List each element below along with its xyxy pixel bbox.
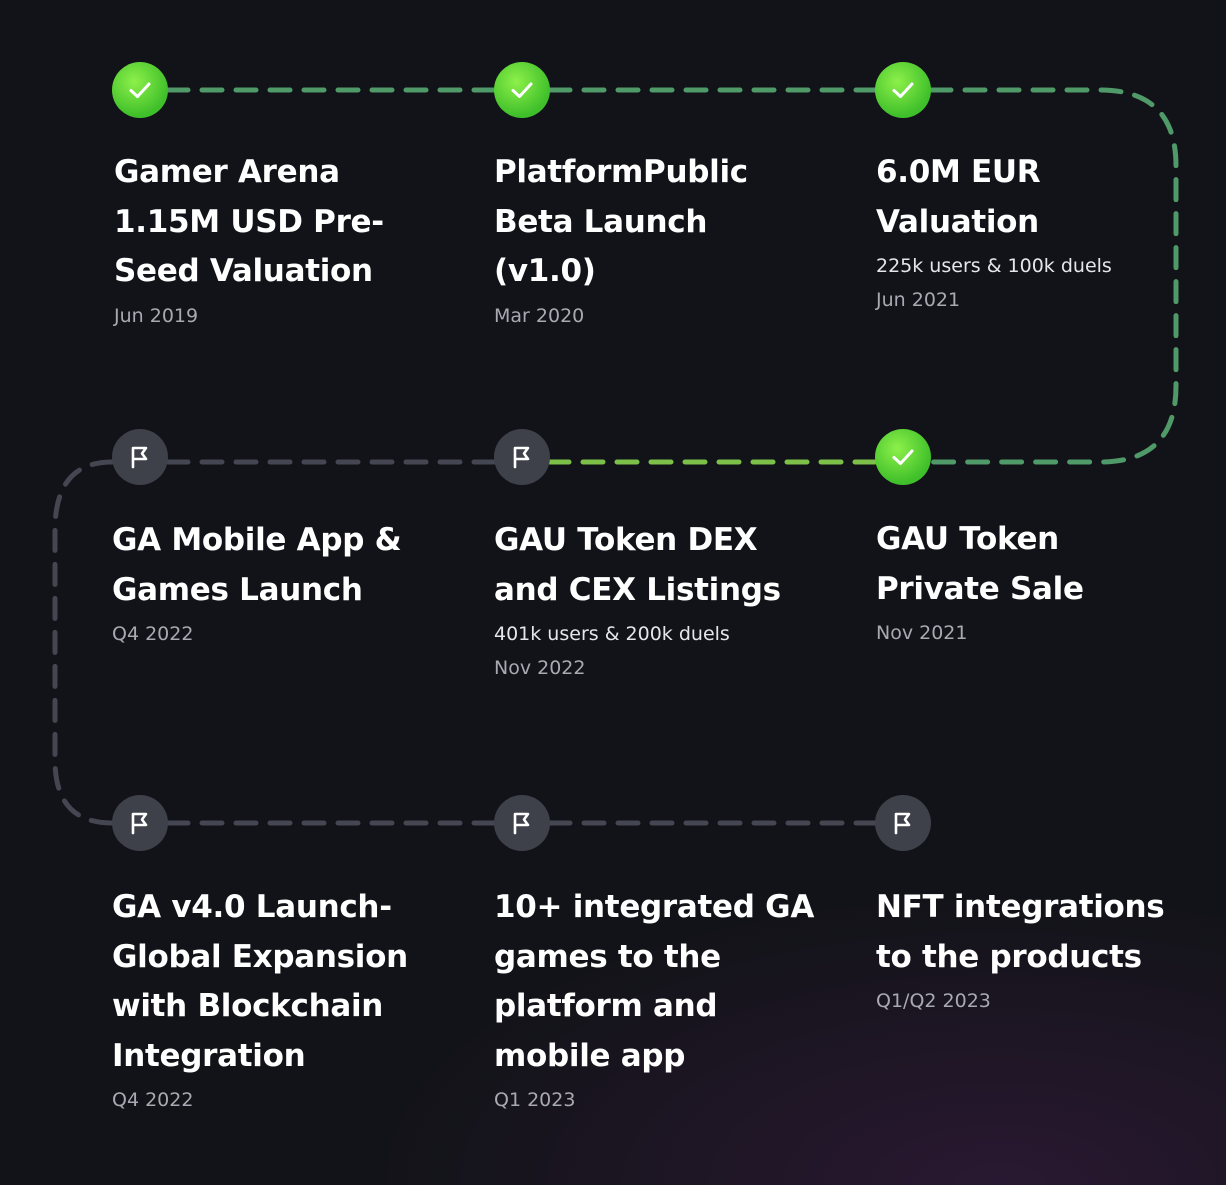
milestone-7-date: Q4 2022 xyxy=(112,1089,194,1111)
milestone-3-title: 6.0M EUR Valuation xyxy=(876,154,1041,240)
milestone-6-check-node xyxy=(875,429,931,485)
milestone-1-date: Jun 2019 xyxy=(114,304,199,327)
milestone-9-date: Q1/Q2 2023 xyxy=(876,990,991,1012)
milestone-3-date: Jun 2021 xyxy=(876,289,961,311)
milestone-7-title: GA v4.0 Launch-Global Expansion with Blo… xyxy=(112,889,408,1074)
milestone-3-check-node xyxy=(875,62,931,118)
milestone-6-date: Nov 2021 xyxy=(876,622,968,644)
flag-icon xyxy=(131,812,148,835)
milestone-2-date: Mar 2020 xyxy=(494,304,585,327)
check-icon xyxy=(892,82,914,98)
milestone-4: GA Mobile App & Games Launch Q4 2022 xyxy=(112,516,442,651)
milestone-2-check-node xyxy=(494,62,550,118)
milestone-1-title: Gamer Arena 1.15M USD Pre-Seed Valuation xyxy=(114,154,384,289)
milestone-4-date: Q4 2022 xyxy=(112,623,194,645)
milestone-9: NFT integrations to the products Q1/Q2 2… xyxy=(876,883,1176,1018)
flag-icon xyxy=(513,446,530,469)
check-icon xyxy=(129,82,151,98)
milestone-1: Gamer Arena 1.15M USD Pre-Seed Valuation… xyxy=(114,148,444,333)
milestone-1-check-node xyxy=(112,62,168,118)
milestone-7: GA v4.0 Launch-Global Expansion with Blo… xyxy=(112,883,432,1117)
check-icon xyxy=(892,449,914,465)
milestone-6: GAU Token Private Sale Nov 2021 xyxy=(876,515,1116,650)
milestone-4-title: GA Mobile App & Games Launch xyxy=(112,522,402,608)
milestone-8-date: Q1 2023 xyxy=(494,1089,576,1111)
milestone-4-flag-node xyxy=(112,429,168,485)
milestone-5-date: Nov 2022 xyxy=(494,657,586,679)
flag-icon xyxy=(513,812,530,835)
milestone-8: 10+ integrated GA games to the platform … xyxy=(494,883,824,1117)
check-icon xyxy=(511,82,533,98)
milestone-2: PlatformPublic Beta Launch (v1.0) Mar 20… xyxy=(494,148,804,333)
milestone-9-title: NFT integrations to the products xyxy=(876,889,1165,975)
milestone-7-flag-node xyxy=(112,795,168,851)
connector-4-7 xyxy=(52,459,115,826)
milestone-8-title: 10+ integrated GA games to the platform … xyxy=(494,889,815,1074)
milestone-5-stats: 401k users & 200k duels xyxy=(494,623,730,645)
milestone-6-title: GAU Token Private Sale xyxy=(876,521,1084,607)
milestone-5-flag-node xyxy=(494,429,550,485)
connector-3-6 xyxy=(928,87,1179,465)
milestone-5-title: GAU Token DEX and CEX Listings xyxy=(494,522,781,608)
milestone-5: GAU Token DEX and CEX Listings 401k user… xyxy=(494,516,794,685)
milestone-3: 6.0M EUR Valuation 225k users & 100k due… xyxy=(876,148,1116,317)
milestone-3-stats: 225k users & 100k duels xyxy=(876,255,1112,277)
milestone-8-flag-node xyxy=(494,795,550,851)
milestone-9-flag-node xyxy=(875,795,931,851)
flag-icon xyxy=(131,446,148,469)
flag-icon xyxy=(894,812,911,835)
milestone-2-title: PlatformPublic Beta Launch (v1.0) xyxy=(494,154,748,289)
